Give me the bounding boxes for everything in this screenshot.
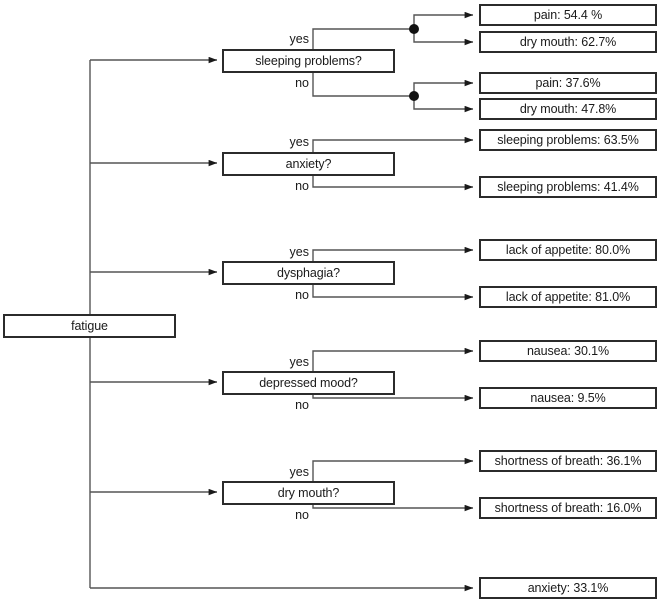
decision-node-label: sleeping problems? bbox=[255, 53, 362, 68]
outcome-label: dry mouth: 47.8% bbox=[519, 101, 617, 116]
decision-node-label: depressed mood? bbox=[259, 375, 358, 390]
decision-node-label: anxiety? bbox=[285, 156, 332, 171]
outcome-box-sleeping-problems-yes[interactable]: sleeping problems: 63.5% bbox=[479, 129, 657, 151]
edge-label-no-anxiety: no bbox=[295, 179, 309, 193]
outcome-label: pain: 37.6% bbox=[535, 75, 601, 90]
outcome-label: lack of appetite: 80.0% bbox=[505, 242, 631, 257]
outcome-box-dry-mouth-no[interactable]: dry mouth: 47.8% bbox=[479, 98, 657, 120]
anx-yes-line bbox=[312, 136, 474, 152]
outcome-label: lack of appetite: 81.0% bbox=[505, 289, 631, 304]
edge-label-no-dry-mouth: no bbox=[295, 508, 309, 522]
sp-yes-leaf2-line bbox=[413, 29, 474, 46]
outcome-label: anxiety: 33.1% bbox=[527, 580, 609, 595]
outcome-box-shortness-of-breath-no[interactable]: shortness of breath: 16.0% bbox=[479, 497, 657, 519]
root-node-fatigue[interactable]: fatigue bbox=[3, 314, 176, 338]
outcome-box-anxiety-direct[interactable]: anxiety: 33.1% bbox=[479, 577, 657, 599]
edge-label-yes-sleeping-problems: yes bbox=[289, 32, 309, 46]
sp-no-line bbox=[312, 72, 414, 97]
edge-label-yes-dry-mouth: yes bbox=[289, 465, 309, 479]
decision-node-depressed-mood[interactable]: depressed mood? bbox=[222, 371, 395, 395]
outcome-box-lack-of-appetite-yes[interactable]: lack of appetite: 80.0% bbox=[479, 239, 657, 261]
outcome-box-nausea-no[interactable]: nausea: 9.5% bbox=[479, 387, 657, 409]
outcome-label: shortness of breath: 36.1% bbox=[494, 453, 642, 468]
outcome-box-sleeping-problems-no[interactable]: sleeping problems: 41.4% bbox=[479, 176, 657, 198]
decision-node-dysphagia[interactable]: dysphagia? bbox=[222, 261, 395, 285]
edge-label-yes-depressed-mood: yes bbox=[289, 355, 309, 369]
dys-yes-line bbox=[312, 246, 474, 261]
junction-dot-no bbox=[409, 91, 419, 101]
sp-no-leaf2-line bbox=[413, 96, 474, 113]
outcome-box-dry-mouth-yes[interactable]: dry mouth: 62.7% bbox=[479, 31, 657, 53]
outcome-label: nausea: 30.1% bbox=[526, 343, 610, 358]
dep-yes-line bbox=[312, 347, 474, 371]
outcome-label: nausea: 9.5% bbox=[530, 390, 606, 405]
outcome-label: sleeping problems: 41.4% bbox=[497, 179, 639, 194]
decision-node-label: dysphagia? bbox=[277, 265, 340, 280]
sp-yes-leaf1-line bbox=[413, 11, 474, 29]
sp-no-leaf1-line bbox=[413, 79, 474, 96]
outcome-box-pain-no[interactable]: pain: 37.6% bbox=[479, 72, 657, 94]
dys-no-line bbox=[312, 284, 474, 301]
outcome-label: dry mouth: 62.7% bbox=[519, 34, 617, 49]
outcome-box-shortness-of-breath-yes[interactable]: shortness of breath: 36.1% bbox=[479, 450, 657, 472]
edge-label-yes-anxiety: yes bbox=[289, 135, 309, 149]
outcome-box-pain-yes[interactable]: pain: 54.4 % bbox=[479, 4, 657, 26]
outcome-label: pain: 54.4 % bbox=[533, 7, 603, 22]
outcome-box-lack-of-appetite-no[interactable]: lack of appetite: 81.0% bbox=[479, 286, 657, 308]
decision-node-label: dry mouth? bbox=[277, 485, 340, 500]
outcome-label: shortness of breath: 16.0% bbox=[494, 500, 642, 515]
decision-node-dry-mouth[interactable]: dry mouth? bbox=[222, 481, 395, 505]
edge-label-no-depressed-mood: no bbox=[295, 398, 309, 412]
edge-label-yes-dysphagia: yes bbox=[289, 245, 309, 259]
outcome-label: sleeping problems: 63.5% bbox=[497, 132, 639, 147]
sp-yes-line bbox=[312, 28, 414, 49]
decision-node-anxiety[interactable]: anxiety? bbox=[222, 152, 395, 176]
edge-label-no-sleeping-problems: no bbox=[295, 76, 309, 90]
edge-label-no-dysphagia: no bbox=[295, 288, 309, 302]
dm-yes-line bbox=[312, 457, 474, 481]
decision-node-sleeping-problems[interactable]: sleeping problems? bbox=[222, 49, 395, 73]
root-node-label: fatigue bbox=[71, 318, 108, 333]
anx-no-line bbox=[312, 175, 474, 191]
outcome-box-nausea-yes[interactable]: nausea: 30.1% bbox=[479, 340, 657, 362]
junction-dot-yes bbox=[409, 24, 419, 34]
